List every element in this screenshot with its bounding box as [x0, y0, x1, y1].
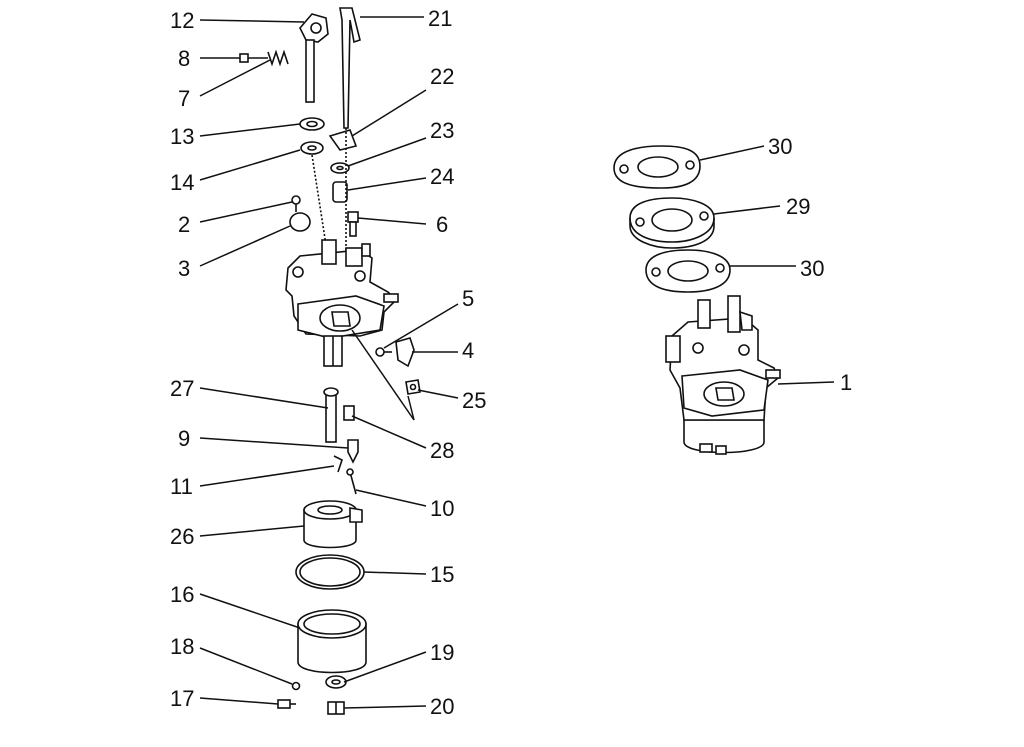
part-8-screw [239, 53, 268, 63]
part-3-plug [289, 212, 311, 232]
callout-5: 5 [462, 286, 474, 311]
part-15-bowl-gasket [295, 554, 365, 590]
callout-18: 18 [170, 634, 194, 659]
part-28-main-jet [343, 405, 355, 421]
part-21-choke-shaft [339, 7, 361, 129]
callout-26: 26 [170, 524, 194, 549]
callout-22: 22 [430, 64, 454, 89]
part-28-lines [351, 329, 415, 421]
carburetor-body [285, 239, 399, 367]
callout-17: 17 [170, 686, 194, 711]
part-30-gasket-upper [613, 145, 701, 189]
callout-14: 14 [170, 170, 194, 195]
callout-16: 16 [170, 582, 194, 607]
callout-19: 19 [430, 640, 454, 665]
callout-6: 6 [436, 212, 448, 237]
callout-30-upper: 30 [768, 134, 792, 159]
callout-15: 15 [430, 562, 454, 587]
callout-7: 7 [178, 86, 190, 111]
leader-lines [199, 16, 835, 709]
part-16-float-bowl [297, 609, 367, 674]
callout-27: 27 [170, 376, 194, 401]
callout-13: 13 [170, 124, 194, 149]
part-13-washer [299, 117, 325, 131]
callout-29: 29 [786, 194, 810, 219]
callout-23: 23 [430, 118, 454, 143]
part-27-main-nozzle [323, 387, 339, 443]
part-5-screw [375, 347, 392, 357]
part-19-washer [325, 675, 347, 689]
callout-10: 10 [430, 496, 454, 521]
part-4-bracket [395, 337, 415, 368]
part-10-float-pin [346, 468, 357, 495]
part-12-throttle-lever [299, 13, 329, 103]
part-25-nut [405, 379, 421, 395]
part-1-carburetor-assembly [665, 295, 781, 455]
callout-28: 28 [430, 438, 454, 463]
part-6-pilot-jet [347, 211, 359, 237]
part-14-seal [300, 141, 324, 155]
part-23-washer [330, 162, 350, 174]
callout-24: 24 [430, 164, 454, 189]
part-26-float [303, 500, 363, 549]
part-9-float-needle [347, 439, 359, 464]
callout-8: 8 [178, 46, 190, 71]
part-11-float-pin-clip [333, 455, 343, 473]
callout-9: 9 [178, 426, 190, 451]
callout-30-lower: 30 [800, 256, 824, 281]
callout-12: 12 [170, 8, 194, 33]
part-30-gasket-lower [645, 249, 731, 293]
callout-21: 21 [428, 6, 452, 31]
part-17-screw [277, 699, 296, 709]
part-24-collar [332, 181, 348, 203]
callout-11: 11 [170, 474, 193, 499]
part-29-insulator [629, 197, 715, 249]
callout-1: 1 [840, 370, 852, 395]
callout-4: 4 [462, 338, 474, 363]
callout-20: 20 [430, 694, 454, 719]
part-18-drain-screw [291, 681, 301, 691]
part-22-choke-plate [328, 129, 358, 151]
part-7-spring [267, 49, 289, 67]
callout-2: 2 [178, 212, 190, 237]
callout-3: 3 [178, 256, 190, 281]
part-2-screw [291, 195, 301, 212]
callout-labels: 12 8 7 21 22 13 23 14 24 2 6 3 5 4 27 25… [170, 6, 852, 719]
callout-25: 25 [462, 388, 486, 413]
part-20-bolt [327, 701, 345, 715]
